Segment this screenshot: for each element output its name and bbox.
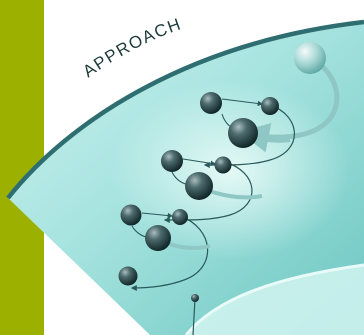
sphere-b3 [185, 172, 213, 200]
pin-stem [192, 298, 196, 335]
sphere-a1 [200, 92, 222, 114]
inner-curve-edge [184, 263, 364, 335]
sphere-a3 [228, 118, 258, 148]
loop-arrow-top [239, 55, 340, 153]
sphere-b1 [161, 150, 183, 172]
pair-arrow-2 [182, 158, 217, 167]
sphere-d1 [118, 266, 138, 286]
pin-head [191, 294, 199, 302]
sphere-c1 [120, 204, 142, 226]
sphere-c3 [145, 225, 171, 251]
loop-arrow-3 [130, 215, 209, 291]
sphere-c2 [172, 209, 188, 225]
pair-arrow-3 [141, 212, 174, 219]
sphere-light-top [294, 42, 326, 74]
inner-curve-area [186, 265, 364, 335]
sphere-a2 [261, 97, 279, 115]
sector-arc-edge [6, 19, 364, 200]
pair-arrow-1 [221, 98, 264, 107]
approach-label: APPROACH [79, 14, 184, 81]
sphere-b2 [214, 156, 232, 174]
